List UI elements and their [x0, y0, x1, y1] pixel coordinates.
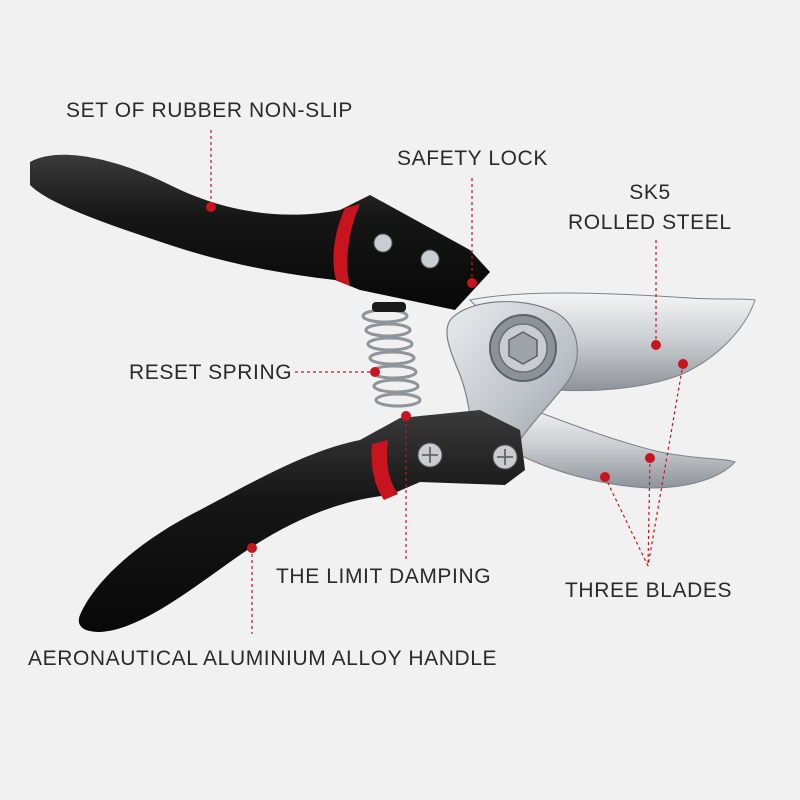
- lower-red-ring: [371, 440, 398, 500]
- callout-reset-spring: RESET SPRING: [129, 361, 293, 384]
- callout-rubber-non-slip: SET OF RUBBER NON-SLIP: [66, 99, 354, 122]
- lower-handle: [78, 410, 525, 632]
- callout-three-blades: THREE BLADES: [565, 579, 733, 602]
- upper-screw-1: [373, 233, 393, 253]
- callout-aluminium-handle: AERONAUTICAL ALUMINIUM ALLOY HANDLE: [28, 647, 498, 670]
- upper-handle: [30, 154, 490, 310]
- lower-blade: [519, 404, 736, 489]
- upper-red-ring: [333, 204, 360, 286]
- callout-steel-line2: ROLLED STEEL: [568, 211, 732, 234]
- callout-limit-damping: THE LIMIT DAMPING: [276, 565, 492, 588]
- callout-steel-line1: SK5: [629, 181, 671, 204]
- upper-screw-2: [420, 249, 440, 269]
- leader-lines: [210, 130, 684, 634]
- callout-safety-lock: SAFETY LOCK: [397, 147, 548, 170]
- reset-spring: [361, 308, 422, 408]
- callout-dots: [206, 202, 688, 553]
